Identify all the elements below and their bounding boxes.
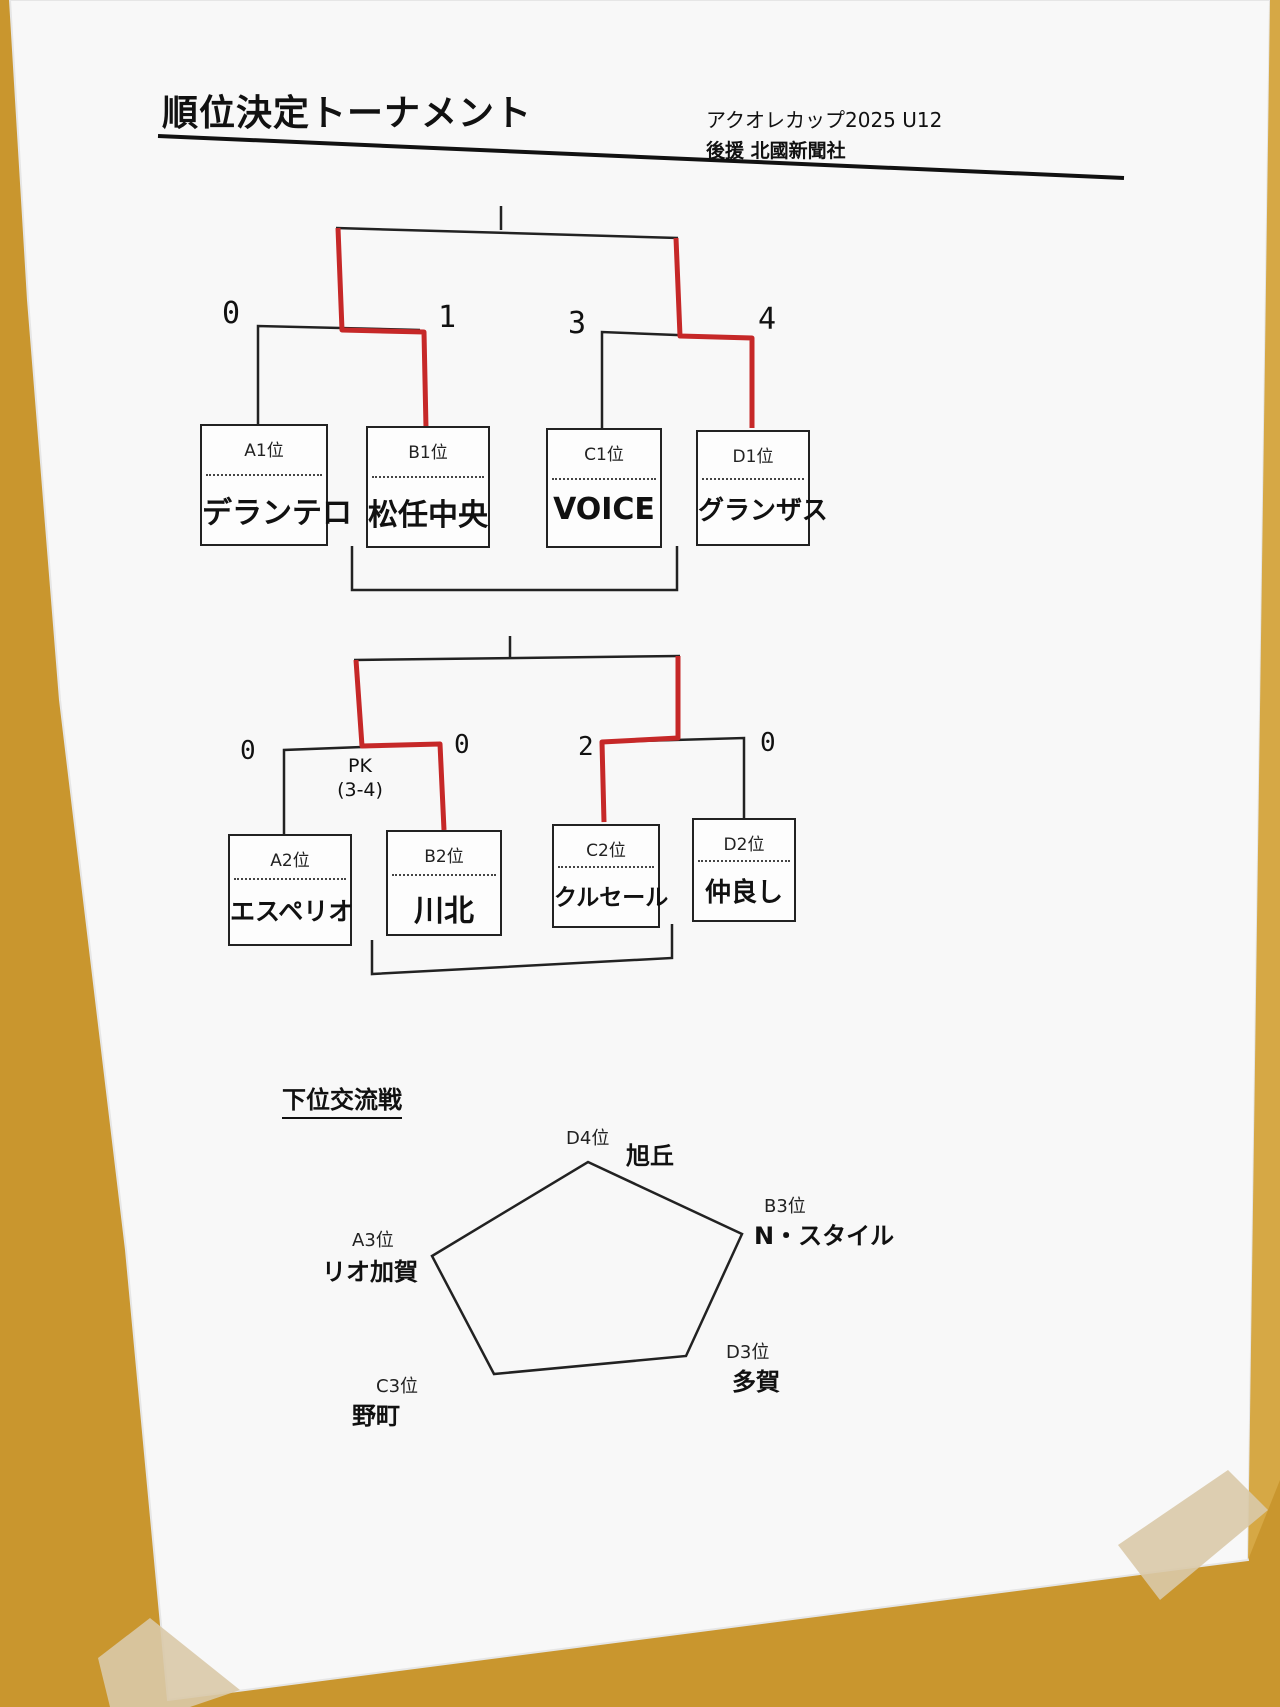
seed-label: B1位 <box>408 443 448 463</box>
team-box-d2: D2位 仲良し <box>692 818 796 922</box>
seed-label: C1位 <box>584 445 624 465</box>
team-box-d1: D1位 グランザス <box>696 430 828 546</box>
dotted-divider <box>372 476 484 478</box>
seed-b3: B3位 <box>764 1196 806 1217</box>
score-a1: 0 <box>222 296 241 331</box>
score-a2: 0 <box>240 736 256 766</box>
team-d3: 多賀 <box>732 1368 780 1396</box>
winner-path-c2 <box>599 656 681 823</box>
team-box-c2: C2位 クルセール <box>552 824 669 928</box>
score-b1: 1 <box>438 300 457 335</box>
lower-league-title: 下位交流戦 <box>282 1080 402 1119</box>
score-b2: 0 <box>454 730 470 760</box>
event-name: アクオレカップ2025 U12 <box>706 108 943 132</box>
team-c3: 野町 <box>352 1402 400 1430</box>
dotted-divider <box>392 874 496 876</box>
pk-score: (3-4) <box>337 779 383 801</box>
seed-label: C2位 <box>586 841 626 861</box>
team-b3: N・スタイル <box>754 1222 895 1250</box>
team-box-a1: A1位 デランテロ <box>200 424 352 546</box>
pk-label: PK <box>348 755 372 777</box>
team-name: エスペリオ <box>230 897 354 926</box>
dotted-divider <box>552 478 656 480</box>
paper-shadow <box>1248 0 1280 1560</box>
seed-label: A1位 <box>244 441 284 461</box>
team-name: グランザス <box>698 496 828 526</box>
tape-bottom-left <box>98 1618 240 1707</box>
seed-label: A2位 <box>270 851 310 871</box>
seed-a3: A3位 <box>352 1230 394 1251</box>
score-c2: 2 <box>578 732 594 762</box>
score-c1: 3 <box>568 306 587 341</box>
dotted-divider <box>206 474 322 476</box>
header-rule <box>157 134 1125 180</box>
team-box-b1: B1位 松任中央 <box>366 426 490 548</box>
poster-title: 順位決定トーナメント <box>162 93 533 134</box>
seed-c3: C3位 <box>376 1376 419 1397</box>
winner-path-d1 <box>673 237 755 428</box>
seed-label: D2位 <box>723 835 765 855</box>
pentagon-shape <box>430 1160 744 1376</box>
team-name: VOICE <box>553 492 655 527</box>
team-box-c1: C1位 VOICE <box>546 428 662 548</box>
dotted-divider <box>234 878 346 880</box>
team-a3: リオ加賀 <box>322 1258 418 1286</box>
winner-path-b2 <box>353 659 447 831</box>
sponsor-line: 後援 北國新聞社 <box>706 140 846 162</box>
dotted-divider <box>702 478 804 480</box>
tape-bottom-right <box>1118 1470 1268 1600</box>
team-name: 仲良し <box>704 878 783 908</box>
team-box-a2: A2位 エスペリオ <box>228 834 354 946</box>
seed-label: D1位 <box>732 447 774 467</box>
team-name: 松任中央 <box>368 498 488 533</box>
seed-d3: D3位 <box>726 1342 770 1363</box>
seed-label: B2位 <box>424 847 464 867</box>
team-name: クルセール <box>554 885 669 911</box>
pk-annotation: PK (3-4) <box>320 754 400 802</box>
team-box-b2: B2位 川北 <box>386 830 502 936</box>
team-name: 川北 <box>414 894 474 929</box>
score-d1: 4 <box>758 302 777 337</box>
winner-path-b1 <box>335 227 429 429</box>
dotted-divider <box>698 860 790 862</box>
team-d4: 旭丘 <box>626 1142 674 1170</box>
score-d2: 0 <box>760 728 776 758</box>
dotted-divider <box>558 866 654 868</box>
seed-d4: D4位 <box>566 1128 610 1149</box>
